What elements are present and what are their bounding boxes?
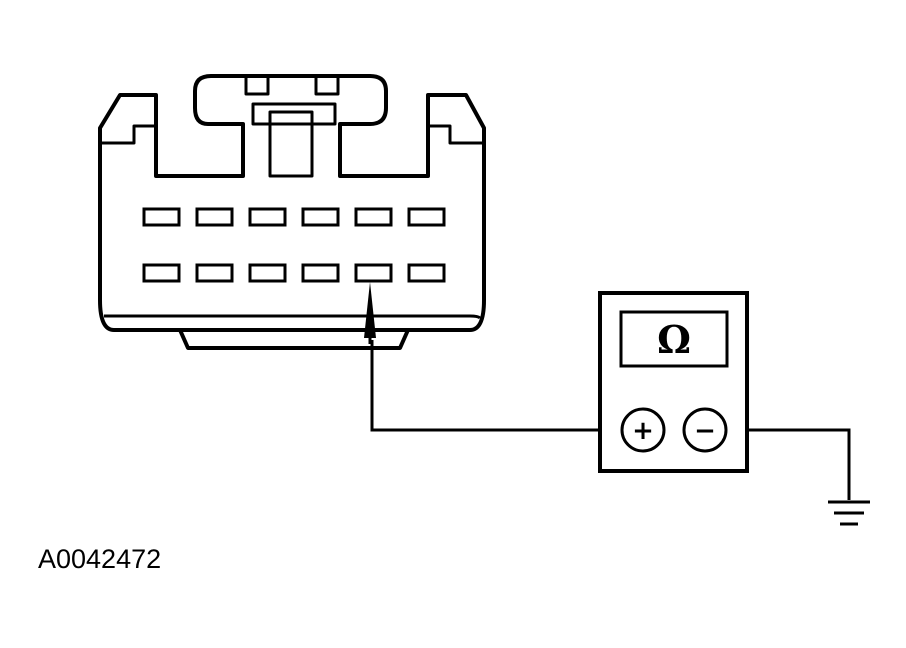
terminal-cavity <box>354 263 393 283</box>
terminal-cavity <box>248 263 287 283</box>
negative-terminal-label: − <box>694 416 716 446</box>
positive-terminal <box>620 407 666 453</box>
ohm-symbol: Ω <box>657 317 691 362</box>
ohmmeter: Ω + − <box>598 291 749 473</box>
terminal-cavity <box>301 207 340 227</box>
terminal-cavities <box>142 207 446 283</box>
latch-window-right <box>314 74 340 96</box>
connector-body <box>98 74 486 332</box>
latch-center-inner <box>268 110 314 178</box>
terminal-cavity <box>407 207 446 227</box>
probe-tip <box>364 282 376 338</box>
ground-wire <box>727 428 851 500</box>
terminal-cavity <box>195 263 234 283</box>
connector-left-notch <box>100 124 156 145</box>
connector-lip <box>103 314 482 320</box>
positive-terminal-label: + <box>632 416 654 446</box>
test-probe <box>364 282 376 344</box>
terminal-cavity <box>301 263 340 283</box>
terminal-cavity <box>142 263 181 283</box>
terminal-cavity <box>142 207 181 227</box>
terminal-cavity <box>248 207 287 227</box>
figure-id: A0042472 <box>38 544 162 574</box>
terminal-cavity <box>354 207 393 227</box>
connector-bottom-tab <box>178 329 410 350</box>
meter-display <box>619 310 729 368</box>
probe-wire <box>370 340 622 432</box>
latch-center-outer <box>251 102 337 126</box>
terminal-cavity <box>407 263 446 283</box>
connector-right-notch <box>428 124 484 145</box>
latch-window-left <box>244 74 270 96</box>
terminal-cavity <box>195 207 234 227</box>
ground-symbol <box>828 500 870 526</box>
negative-terminal <box>682 407 728 453</box>
